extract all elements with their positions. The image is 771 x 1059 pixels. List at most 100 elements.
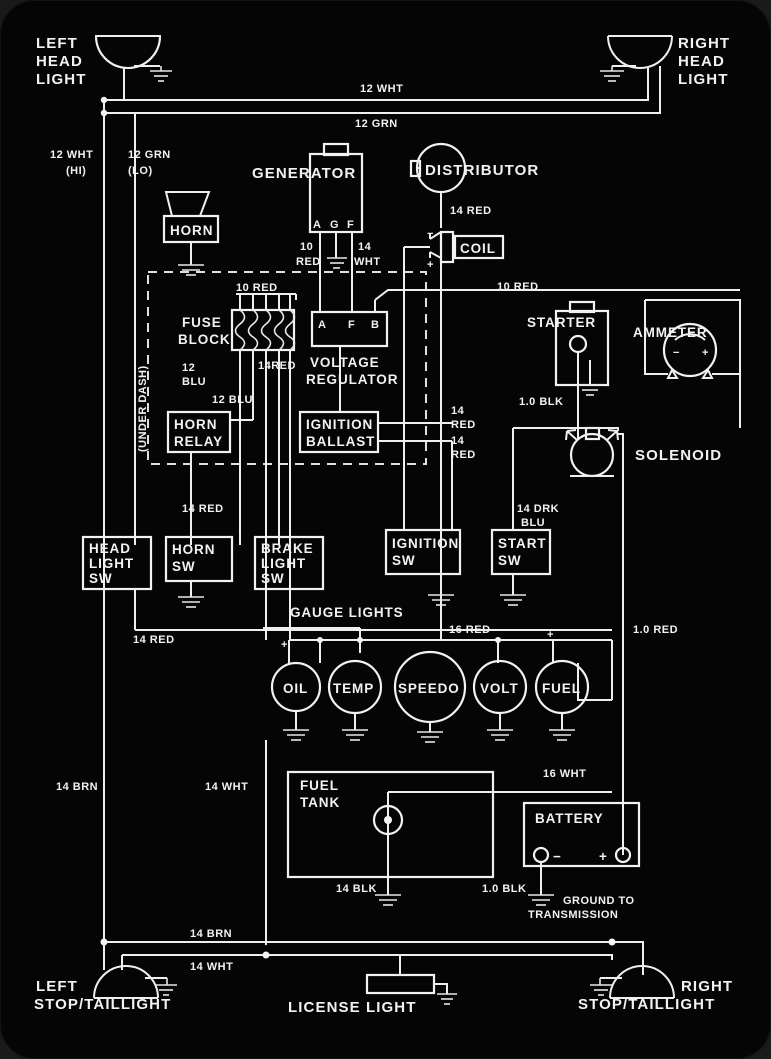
wire-label-lo: (LO) xyxy=(128,165,153,177)
gauge-bus-plus-left: + xyxy=(281,639,288,651)
wire-label-16red-gauges: 16 RED xyxy=(449,624,491,636)
wire-label-red-ballast2: RED xyxy=(451,449,476,461)
starter-label: STARTER xyxy=(527,315,596,330)
wire-label-red-gen: RED xyxy=(296,256,321,268)
vr-terminal-b: B xyxy=(371,319,379,331)
gauge-bus xyxy=(263,627,613,701)
wire-label-10blk-starter: 1.0 BLK xyxy=(519,396,563,408)
gauge-temp xyxy=(327,659,383,741)
ammeter-label: AMMETER xyxy=(633,325,708,340)
wire-label-12grn-top: 12 GRN xyxy=(355,118,398,130)
wire-label-12wht-top: 12 WHT xyxy=(360,83,403,95)
gauge-label-volt: VOLT xyxy=(480,681,519,696)
wire-label-14drk: 14 DRK xyxy=(517,503,559,515)
right-stop-label-line1: RIGHT xyxy=(681,978,733,995)
starter-symbol xyxy=(554,300,610,440)
left-stop-taillight xyxy=(93,965,177,999)
head-light-switch xyxy=(81,535,612,960)
voltage-regulator-symbol xyxy=(310,289,740,412)
wire-label-12blu-relay: 12 BLU xyxy=(212,394,253,406)
ignition-ballast-symbol xyxy=(298,410,453,530)
horn-sw-label-line1: HORN xyxy=(172,542,215,557)
wire-label-14red-bus: 14 RED xyxy=(133,634,175,646)
ground-to-trans-line1: GROUND TO xyxy=(563,895,635,907)
gauge-label-temp: TEMP xyxy=(333,681,374,696)
wire-label-blu: BLU xyxy=(182,376,206,388)
wire-label-14blk-tank: 14 BLK xyxy=(336,883,377,895)
bottom-bus xyxy=(100,938,644,975)
gauge-oil xyxy=(270,661,322,741)
voltage-regulator-label-line2: REGULATOR xyxy=(306,372,398,387)
wire-label-12wht-hi: 12 WHT xyxy=(50,149,93,161)
gauge-lights-label: GAUGE LIGHTS xyxy=(290,605,404,620)
wire-label-14-ballast1: 14 xyxy=(451,405,465,417)
ignition-sw-label-line2: SW xyxy=(392,553,416,568)
coil-minus: − xyxy=(427,228,434,240)
wire-label-red-ballast1: RED xyxy=(451,419,476,431)
brake-light-switch xyxy=(253,535,325,640)
generator-terminal-a: A xyxy=(313,219,321,231)
solenoid-label: SOLENOID xyxy=(635,447,722,464)
ignition-sw-label-line1: IGNITION xyxy=(392,536,459,551)
vr-terminal-a: A xyxy=(318,319,326,331)
right-headlight-label-line1: RIGHT xyxy=(678,35,730,52)
wire-label-14red-fuse: 14RED xyxy=(258,360,296,372)
brake-sw-label-line3: SW xyxy=(261,571,285,586)
wire-label-14-gen: 14 xyxy=(358,241,372,253)
ammeter-minus-label: − xyxy=(673,347,680,359)
under-dash-enclosure xyxy=(147,271,427,465)
wire-label-12-blu: 12 xyxy=(182,362,195,374)
wire-label-14-ballast2: 14 xyxy=(451,435,465,447)
voltage-regulator-label-line1: VOLTAGE xyxy=(310,355,380,370)
wire-label-blu-start: BLU xyxy=(521,517,545,529)
right-headlight-label-line2: HEAD xyxy=(678,53,725,70)
generator-terminal-f: F xyxy=(347,219,354,231)
wire-label-14wht-bottom: 14 WHT xyxy=(190,961,233,973)
start-switch xyxy=(490,528,552,606)
battery-plus-label: + xyxy=(599,849,608,864)
wire-label-10-gen: 10 xyxy=(300,241,313,253)
left-headlight-label-line1: LEFT xyxy=(36,35,78,52)
license-light-label: LICENSE LIGHT xyxy=(288,999,416,1016)
vr-terminal-f: F xyxy=(348,319,355,331)
battery-symbol xyxy=(522,801,641,906)
right-headlight xyxy=(600,35,673,93)
gauge-speedo xyxy=(393,650,467,743)
ignition-ballast-label-line1: IGNITION xyxy=(306,417,373,432)
battery-minus-label: − xyxy=(553,849,562,864)
wire-label-10red-fuse: 10 RED xyxy=(236,282,278,294)
gauge-volt xyxy=(472,659,528,741)
generator-terminal-g: G xyxy=(330,219,339,231)
ignition-switch xyxy=(384,247,462,606)
solenoid-symbol xyxy=(512,426,624,855)
wire-label-16wht-batt: 16 WHT xyxy=(543,768,586,780)
hl-sw-label-line3: SW xyxy=(89,571,113,586)
hl-sw-label-line1: HEAD xyxy=(89,541,131,556)
horn-switch xyxy=(164,535,234,608)
coil-label: COIL xyxy=(460,241,496,256)
ammeter-plus-label: + xyxy=(702,347,709,359)
wire-label-10red-right: 10 RED xyxy=(497,281,539,293)
start-sw-label-line1: START xyxy=(498,536,547,551)
gauge-bus-plus-right: + xyxy=(547,629,554,641)
wire-label-hi: (HI) xyxy=(66,165,86,177)
fuel-tank-label-line2: TANK xyxy=(300,795,340,810)
license-light xyxy=(365,955,457,1005)
fuse-block-label-line1: FUSE xyxy=(182,315,222,330)
left-headlight-label-line2: HEAD xyxy=(36,53,83,70)
wire-label-14red-hornsw: 14 RED xyxy=(182,503,224,515)
right-stop-taillight xyxy=(590,965,675,999)
hl-sw-label-line2: LIGHT xyxy=(89,556,134,571)
horn-relay-label-line1: HORN xyxy=(174,417,217,432)
left-headlight xyxy=(94,35,172,100)
generator-label: GENERATOR xyxy=(252,165,356,182)
horn-symbol xyxy=(162,191,220,276)
fuse-block-label-line2: BLOCK xyxy=(178,332,231,347)
wire-label-10blk-batt: 1.0 BLK xyxy=(482,883,526,895)
generator-symbol xyxy=(308,142,364,300)
left-stop-label-line1: LEFT xyxy=(36,978,78,995)
start-sw-label-line2: SW xyxy=(498,553,522,568)
horn-relay-label-line2: RELAY xyxy=(174,434,223,449)
wire-label-14brn-left: 14 BRN xyxy=(56,781,98,793)
